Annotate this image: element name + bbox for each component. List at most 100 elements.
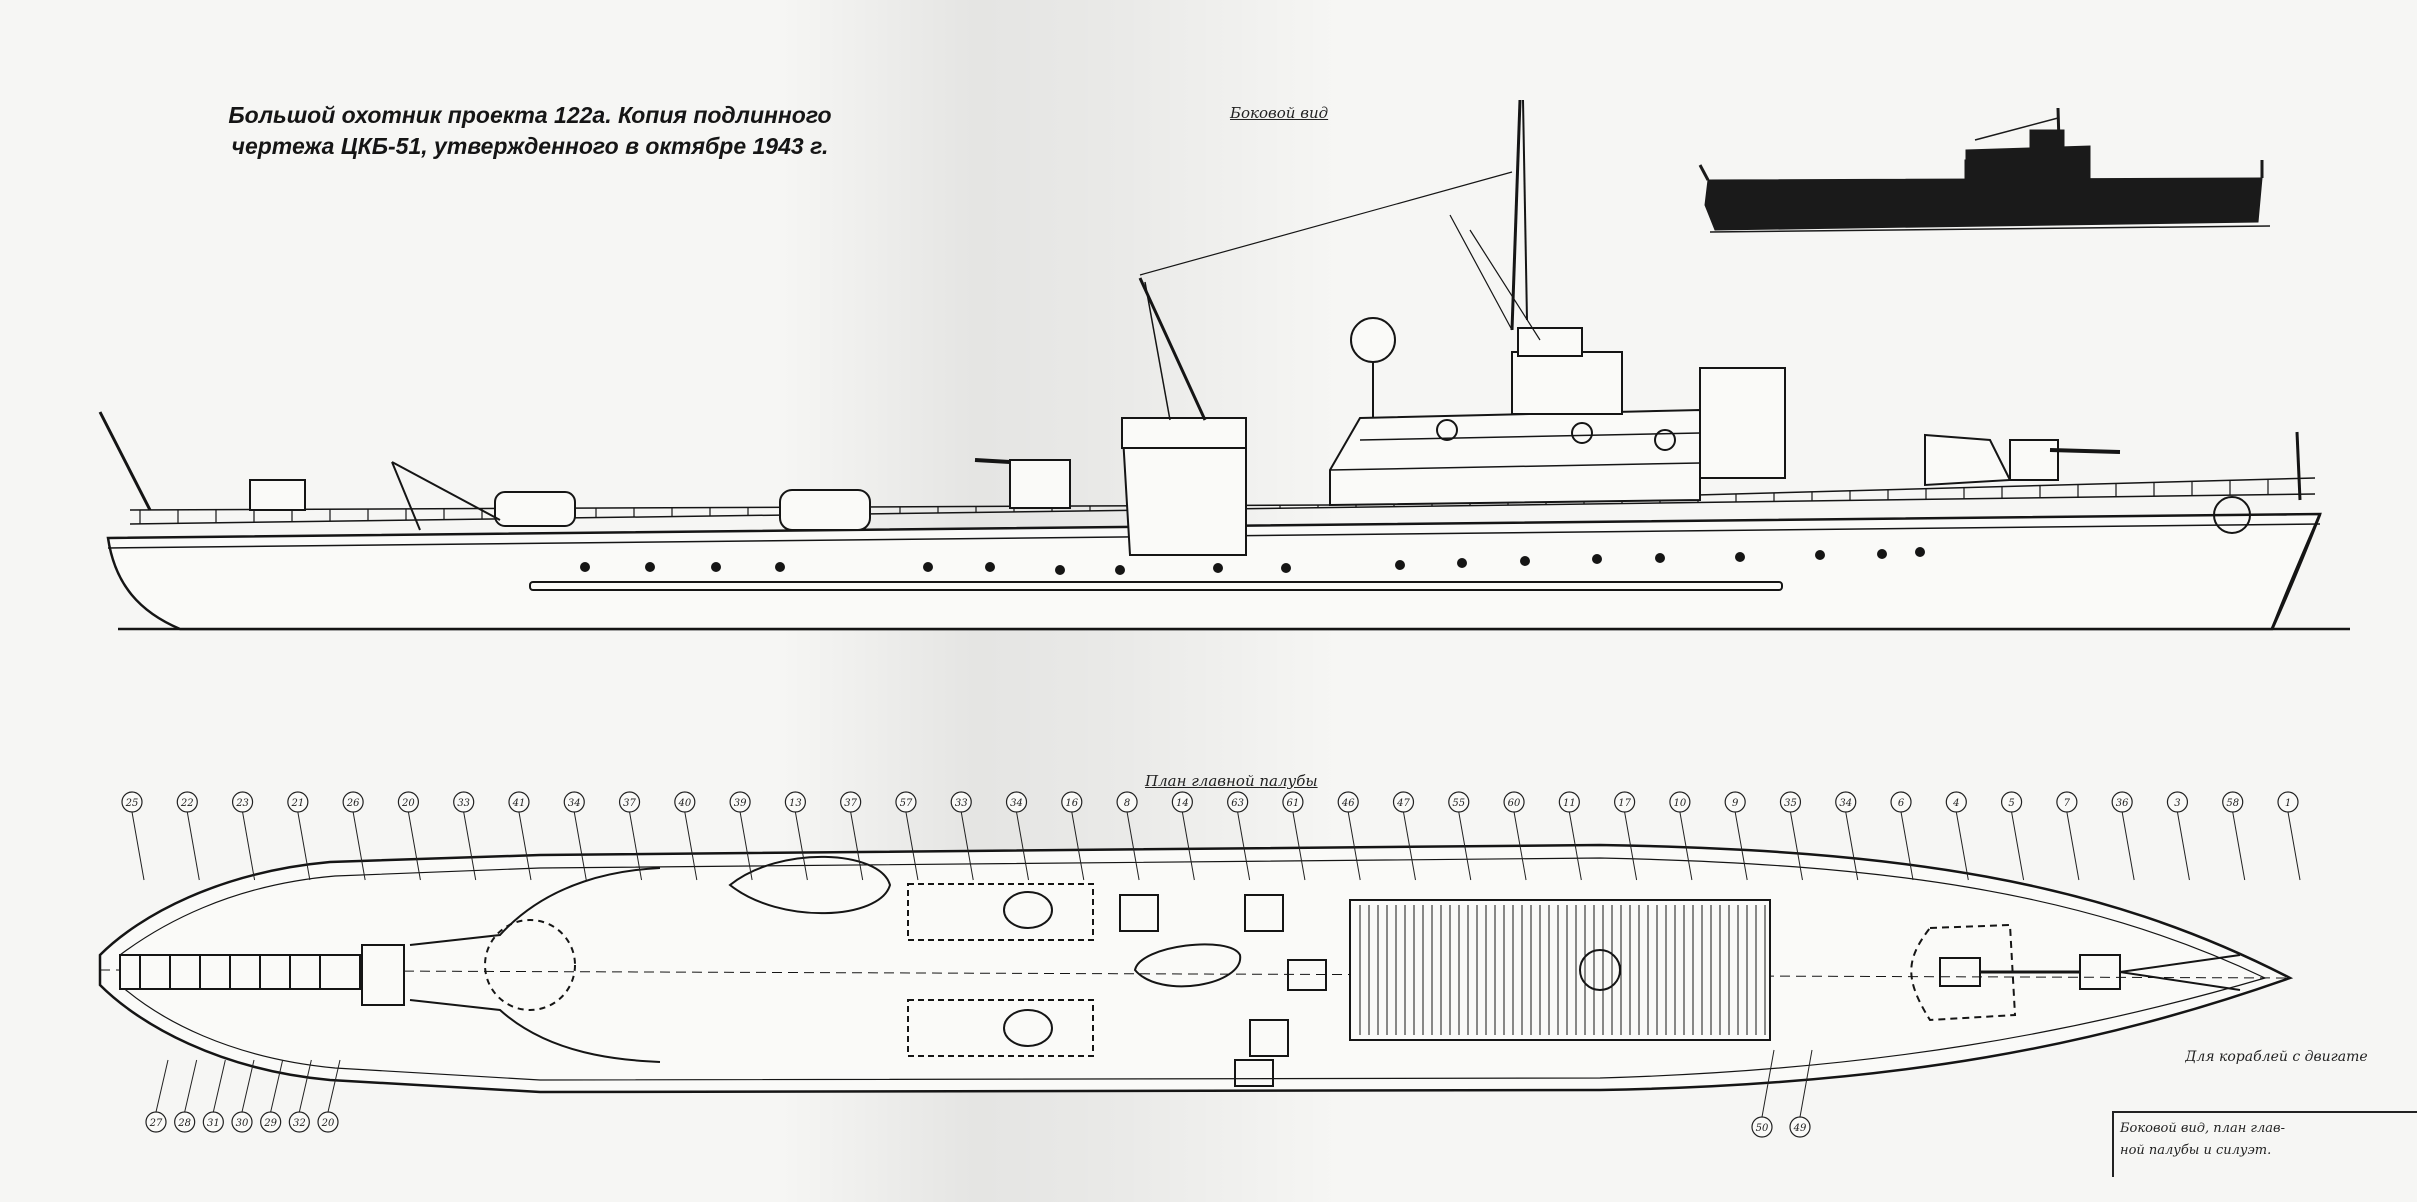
callout-leader [1126,811,1140,881]
callout-marker: 30 [231,1059,255,1133]
callout-leader [2287,811,2301,881]
callout-circle [260,1111,282,1133]
yard-aft [1138,277,1207,421]
callout-leader [131,811,145,881]
callout-circle [784,791,806,813]
callout-circle [1751,1116,1773,1138]
callout-circle [174,1111,196,1133]
callout-marker: 33 [453,791,477,881]
callout-circle [840,791,862,813]
callout-number: 35 [1784,798,1797,809]
callout-number: 32 [293,1118,306,1129]
deckhouse [1329,408,1701,507]
callout-number: 21 [290,798,304,809]
rubbing-strake [529,581,1783,591]
side-view-label: Боковой вид [1230,104,1329,122]
callout-marker: 34 [1835,791,1859,881]
callout-circle [508,791,530,813]
callout-number: 23 [235,798,249,809]
callout-number: 25 [125,798,139,809]
callout-leader [1513,811,1527,881]
stern-equipment [98,411,871,531]
callout-circle [287,791,309,813]
callout-marker: 28 [174,1059,198,1133]
callout-marker: 16 [1061,791,1085,881]
callout-leader [1845,811,1859,881]
callout-circle [342,791,364,813]
callout-leader [155,1059,169,1113]
callout-circle [1724,791,1746,813]
callout-number: 34 [568,798,581,809]
callout-marker: 8 [1116,791,1140,881]
title-line-2: чертежа ЦКБ-51, утвержденного в октябре … [231,133,829,159]
callout-leader [1458,811,1472,881]
callout-marker: 37 [840,791,864,881]
title-line-1: Большой охотник проекта 122а. Копия подл… [228,102,832,128]
callout-circle [1061,791,1083,813]
callout-circle [397,791,420,813]
callout-marker: 5 [2000,791,2025,881]
boat-center [1133,943,1242,988]
antenna-forestay [1139,171,1513,276]
pilothouse [1517,327,1583,357]
callout-circle [231,791,254,813]
callout-circle [202,1111,224,1133]
callout-number: 29 [263,1118,277,1129]
callout-leader [850,811,864,881]
callout-leader [1347,811,1361,881]
callout-leader [297,811,311,881]
deck-plan [98,843,2294,1094]
callout-marker: 3 [2166,791,2190,881]
centerline [99,969,2291,979]
callout-number: 16 [1065,798,1078,809]
callout-leader [2066,811,2080,881]
callout-circle [674,791,696,813]
callout-marker: 37 [618,791,643,881]
callout-circle [1503,791,1525,813]
callout-leader [2176,811,2190,881]
callout-marker: 26 [342,791,366,881]
gun-mount-aft [484,919,576,1011]
callout-marker: 33 [950,791,974,881]
callout-marker: 13 [784,791,808,881]
bridge [1511,351,1623,415]
callout-marker: 20 [397,791,421,881]
drawing-title: Большой охотник проекта 122а. Копия подл… [150,100,910,162]
callout-leader [1292,811,1306,881]
callout-marker: 29 [260,1059,284,1133]
callout-leader [1568,811,1582,881]
callout-number: 34 [1010,798,1023,809]
callout-circle [950,791,972,813]
callout-marker: 58 [2222,791,2246,881]
callout-circle [1282,791,1304,813]
callout-circle [453,791,475,813]
callout-number: 6 [1898,798,1905,809]
legend-line-2: ной палубы и силуэт. [2120,1143,2272,1158]
callout-number: 61 [1287,798,1300,809]
callout-number: 55 [1452,798,1465,809]
callout-number: 5 [2008,798,2014,809]
callout-number: 22 [180,798,194,809]
callout-leader [684,811,698,881]
callout-marker: 60 [1503,791,1527,881]
callout-number: 37 [844,798,857,809]
callout-marker: 14 [1171,791,1195,881]
engine-note: Для кораблей с двигате [2185,1049,2368,1065]
stem-line [2270,513,2322,630]
callout-circle [231,1111,253,1133]
callout-circle [2056,791,2078,813]
callout-number: 17 [1618,798,1631,809]
callout-marker: 57 [895,791,919,881]
callout-circle [2166,791,2189,813]
bridge-deck [1349,899,1771,1041]
depth-charge-rails [119,944,405,1006]
callout-leader [1402,811,1416,881]
callout-number: 20 [401,798,415,809]
callout-number: 50 [1756,1123,1769,1134]
callout-circle [1890,791,1912,813]
ship-silhouette [1698,107,2271,233]
callout-marker: 34 [563,791,587,881]
callout-number: 33 [955,798,968,809]
jackstaff [2295,431,2302,501]
